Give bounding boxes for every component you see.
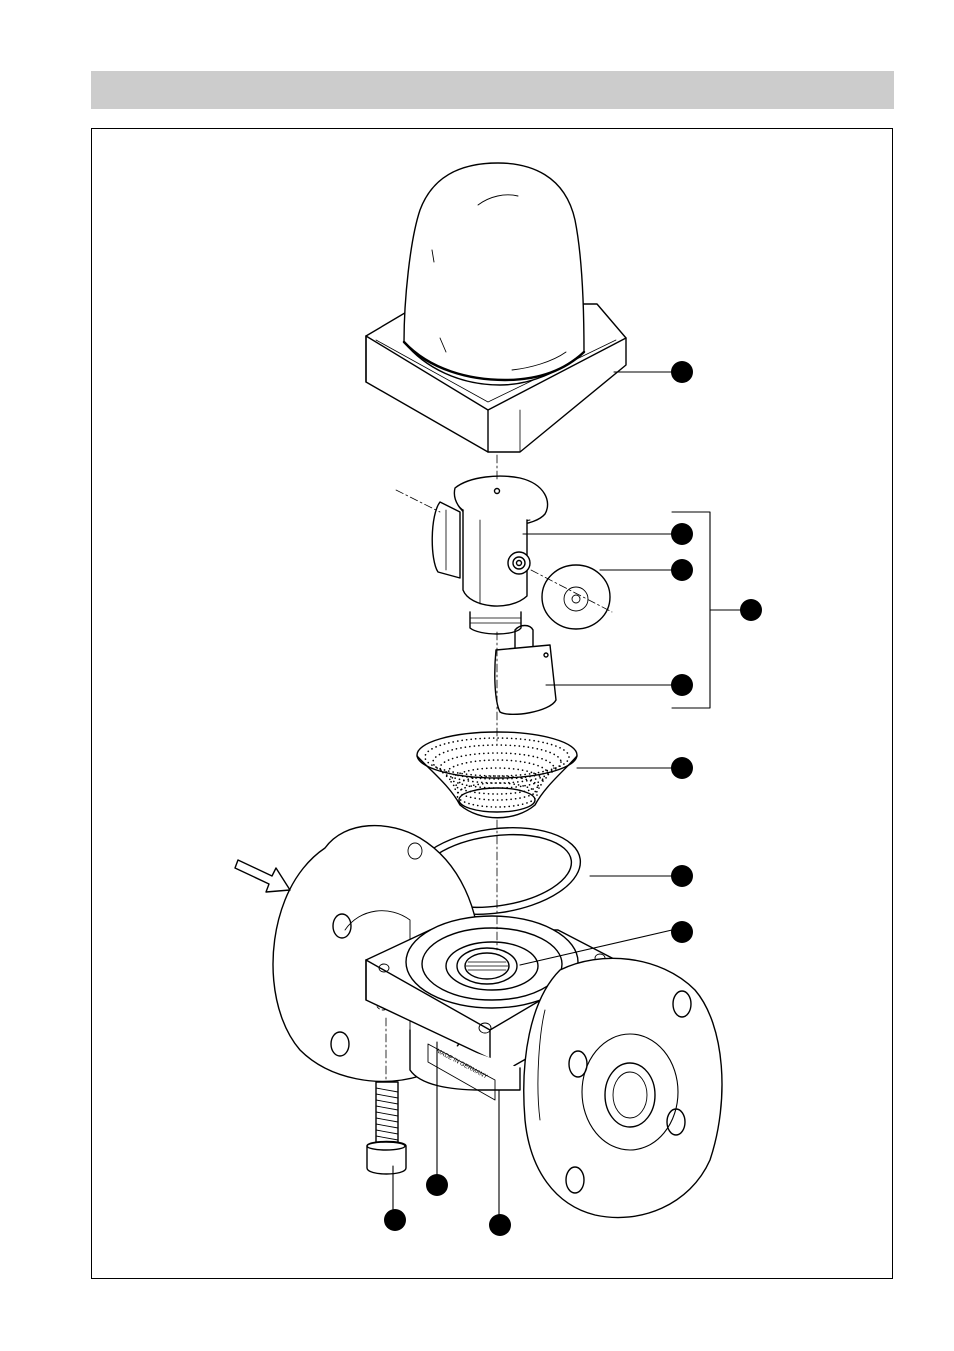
callout-marker bbox=[426, 1174, 448, 1196]
bonnet-bolt bbox=[366, 1081, 407, 1175]
diaphragm bbox=[416, 731, 578, 819]
washer-disc bbox=[541, 564, 611, 630]
callout-marker bbox=[671, 757, 693, 779]
callout-marker bbox=[740, 599, 762, 621]
callout-marker bbox=[489, 1214, 511, 1236]
leader-lines bbox=[392, 371, 741, 1216]
callout-marker bbox=[671, 523, 693, 545]
bonnet-cover bbox=[365, 162, 627, 453]
callout-marker bbox=[671, 865, 693, 887]
callout-markers bbox=[384, 361, 762, 1236]
valve-body: MADE IN GERMANY bbox=[272, 824, 723, 1219]
callout-marker bbox=[671, 674, 693, 696]
clip-plate bbox=[494, 624, 557, 715]
flow-arrow-icon bbox=[234, 859, 291, 893]
header-bar bbox=[91, 71, 894, 109]
callout-marker bbox=[671, 921, 693, 943]
figure-frame bbox=[91, 128, 893, 1279]
callout-marker bbox=[671, 361, 693, 383]
callout-marker bbox=[384, 1209, 406, 1231]
axis-lines bbox=[385, 454, 613, 1081]
callout-marker bbox=[671, 559, 693, 581]
compressor-assembly bbox=[431, 475, 549, 635]
